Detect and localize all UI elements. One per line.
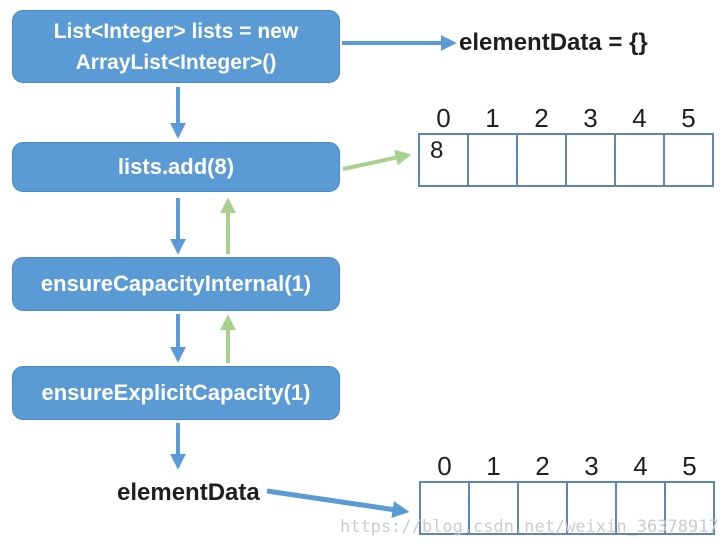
elementdata-empty-annotation: elementData = {} bbox=[459, 29, 648, 56]
top-array-index: 5 bbox=[681, 103, 696, 133]
top-array-cell bbox=[663, 133, 714, 187]
arrow-elementdata-to-bottom-array bbox=[266, 488, 410, 518]
box-lists-add-label: lists.add(8) bbox=[117, 154, 235, 179]
box-ensure-capacity-internal-label: ensureCapacityInternal(1) bbox=[40, 271, 312, 296]
bottom-array-cells bbox=[419, 481, 715, 535]
top-array-cell: 8 bbox=[418, 133, 469, 187]
box-create-arraylist: List<Integer> lists = new ArrayList<Inte… bbox=[12, 10, 340, 83]
bottom-array-index: 2 bbox=[535, 451, 550, 481]
box-create-line1: List<Integer> lists = new bbox=[53, 19, 299, 43]
bottom-array-index-row: 0 1 2 3 4 5 bbox=[419, 451, 715, 481]
box-ensure-capacity-internal: ensureCapacityInternal(1) bbox=[12, 257, 340, 311]
csdn-watermark: https://blog.csdn.net/weixin_36378917 bbox=[340, 517, 719, 537]
top-array-index: 0 bbox=[436, 103, 451, 133]
box-lists-add: lists.add(8) bbox=[12, 142, 340, 192]
top-array-cells: 8 bbox=[418, 133, 714, 187]
top-array-cell bbox=[516, 133, 567, 187]
box-ensure-explicit-capacity: ensureExplicitCapacity(1) bbox=[12, 366, 340, 420]
top-array-index: 3 bbox=[583, 103, 598, 133]
box-create-line2: ArrayList<Integer>() bbox=[75, 50, 277, 74]
top-array-cell bbox=[614, 133, 665, 187]
bottom-array: 0 1 2 3 4 5 bbox=[419, 451, 715, 535]
top-array-index: 2 bbox=[534, 103, 549, 133]
arrow-add-to-array bbox=[342, 149, 412, 171]
top-array-cell bbox=[467, 133, 518, 187]
bottom-array-index: 5 bbox=[682, 451, 697, 481]
bottom-array-index: 4 bbox=[633, 451, 648, 481]
top-array-cell bbox=[565, 133, 616, 187]
bottom-array-index: 3 bbox=[584, 451, 599, 481]
top-array-index: 1 bbox=[485, 103, 500, 133]
top-array: 0 1 2 3 4 5 8 bbox=[418, 103, 714, 187]
top-array-index: 4 bbox=[632, 103, 647, 133]
box-ensure-explicit-capacity-label: ensureExplicitCapacity(1) bbox=[41, 380, 311, 405]
bottom-array-index: 1 bbox=[486, 451, 501, 481]
bottom-array-index: 0 bbox=[437, 451, 452, 481]
top-array-index-row: 0 1 2 3 4 5 bbox=[418, 103, 714, 133]
bottom-array-cell bbox=[664, 481, 715, 535]
elementdata-annotation: elementData bbox=[117, 479, 260, 506]
